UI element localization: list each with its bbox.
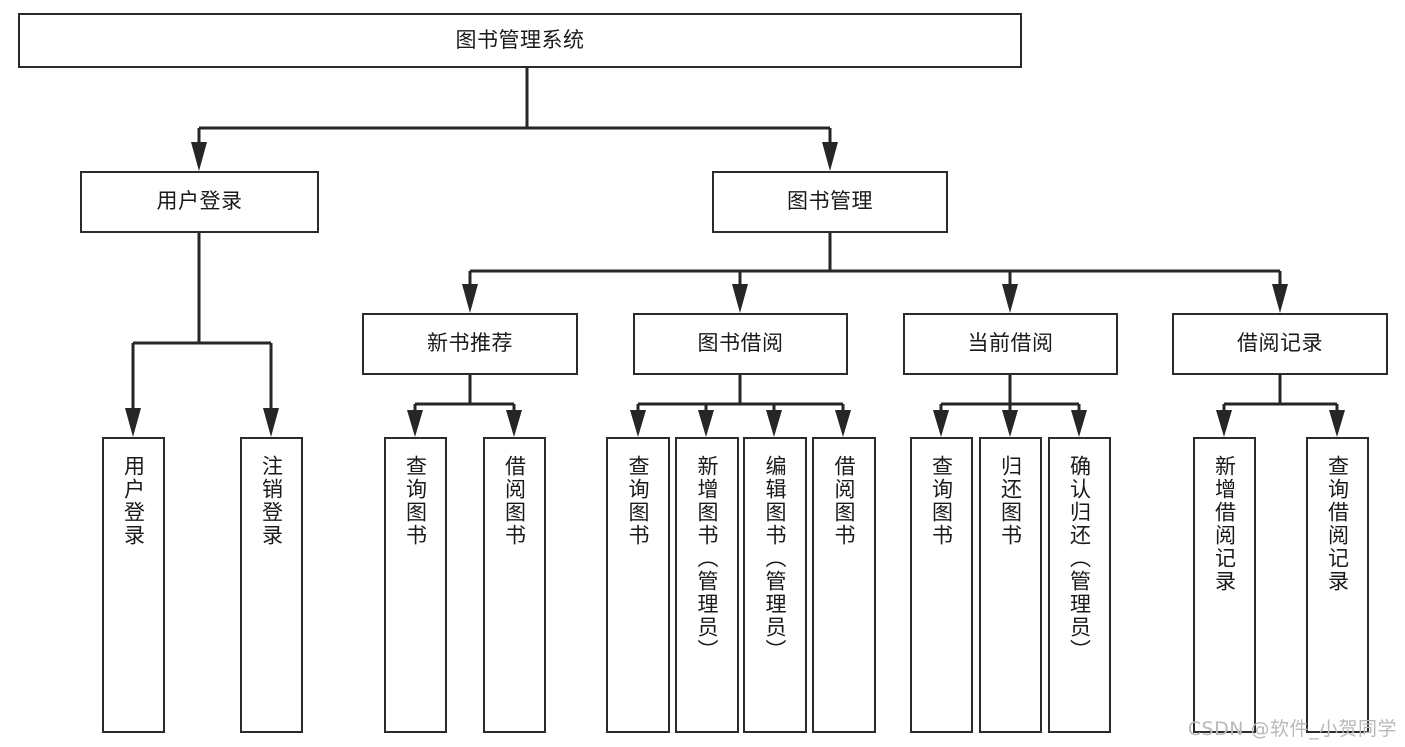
arrowhead-leaf-current-borrow-0 <box>933 410 949 437</box>
node-label: 查询图书 <box>626 455 651 547</box>
node-current-borrow[interactable]: 当前借阅 <box>903 313 1118 375</box>
leaf-new-book-borrow-book[interactable]: 借阅图书 <box>483 437 546 733</box>
node-label: 新书推荐 <box>427 331 513 356</box>
node-user-login[interactable]: 用户登录 <box>80 171 319 233</box>
node-label: 借阅图书 <box>832 455 857 547</box>
leaf-book-borrow-query-book[interactable]: 查询图书 <box>606 437 670 733</box>
arrowhead-leaf-book-borrow-2 <box>766 410 782 437</box>
arrowhead-current-borrow <box>1002 284 1018 313</box>
leaf-new-book-query-book[interactable]: 查询图书 <box>384 437 447 733</box>
arrowhead-leaf-current-borrow-2 <box>1071 410 1087 437</box>
node-label: 当前借阅 <box>967 331 1054 356</box>
node-book-management[interactable]: 图书管理 <box>712 171 948 233</box>
watermark-text: CSDN @软件_小贺同学 <box>1187 718 1397 740</box>
node-label: 归还图书 <box>998 455 1023 547</box>
node-label: 查询图书 <box>403 455 428 547</box>
node-label: 借阅图书 <box>502 455 527 547</box>
arrowhead-borrow-record <box>1272 284 1288 313</box>
leaf-book-borrow-add-book[interactable]: 新增图书（管理员） <box>675 437 739 733</box>
arrowhead-leaf-user-login-0 <box>125 408 141 437</box>
leaf-current-borrow-return-book[interactable]: 归还图书 <box>979 437 1042 733</box>
node-label: 用户登录 <box>121 455 146 547</box>
node-label: 注销登录 <box>259 455 284 547</box>
leaf-current-borrow-query-book[interactable]: 查询图书 <box>910 437 973 733</box>
arrowhead-leaf-book-borrow-1 <box>698 410 714 437</box>
leaf-book-borrow-edit-book[interactable]: 编辑图书（管理员） <box>743 437 807 733</box>
arrowhead-leaf-current-borrow-1 <box>1002 410 1018 437</box>
node-label: 新增图书（管理员） <box>695 455 720 662</box>
node-label: 查询借阅记录 <box>1325 455 1350 593</box>
leaf-user-login-login[interactable]: 用户登录 <box>102 437 165 733</box>
node-book-borrow[interactable]: 图书借阅 <box>633 313 848 375</box>
leaf-user-login-logout[interactable]: 注销登录 <box>240 437 303 733</box>
arrowhead-leaf-user-login-1 <box>263 408 279 437</box>
node-root-library-system[interactable]: 图书管理系统 <box>18 13 1022 68</box>
arrowhead-leaf-borrow-record-0 <box>1216 410 1232 437</box>
arrowhead-book-borrow <box>732 284 748 313</box>
node-new-book-recommend[interactable]: 新书推荐 <box>362 313 578 375</box>
arrowhead-leaf-borrow-record-1 <box>1329 410 1345 437</box>
node-label: 图书管理系统 <box>455 27 585 52</box>
arrowhead-leaf-book-borrow-0 <box>630 410 646 437</box>
node-label: 图书管理 <box>787 189 873 214</box>
node-label: 图书借阅 <box>697 331 784 356</box>
leaf-current-borrow-confirm-return[interactable]: 确认归还（管理员） <box>1048 437 1111 733</box>
node-label: 编辑图书（管理员） <box>763 455 788 662</box>
node-label: 新增借阅记录 <box>1212 455 1237 593</box>
leaf-borrow-record-query-record[interactable]: 查询借阅记录 <box>1306 437 1369 733</box>
node-label: 确认归还（管理员） <box>1067 455 1092 662</box>
node-label: 用户登录 <box>156 189 243 214</box>
node-label: 查询图书 <box>929 455 954 547</box>
arrowhead-book-manage <box>822 142 838 171</box>
leaf-book-borrow-borrow-book[interactable]: 借阅图书 <box>812 437 876 733</box>
leaf-borrow-record-add-record[interactable]: 新增借阅记录 <box>1193 437 1256 733</box>
node-label: 借阅记录 <box>1237 331 1323 356</box>
arrowhead-leaf-new-book-1 <box>506 410 522 437</box>
arrowhead-new-book <box>462 284 478 313</box>
arrowhead-leaf-book-borrow-3 <box>835 410 851 437</box>
node-borrow-record[interactable]: 借阅记录 <box>1172 313 1388 375</box>
arrowhead-user-login <box>191 142 207 171</box>
arrowhead-leaf-new-book-0 <box>407 410 423 437</box>
